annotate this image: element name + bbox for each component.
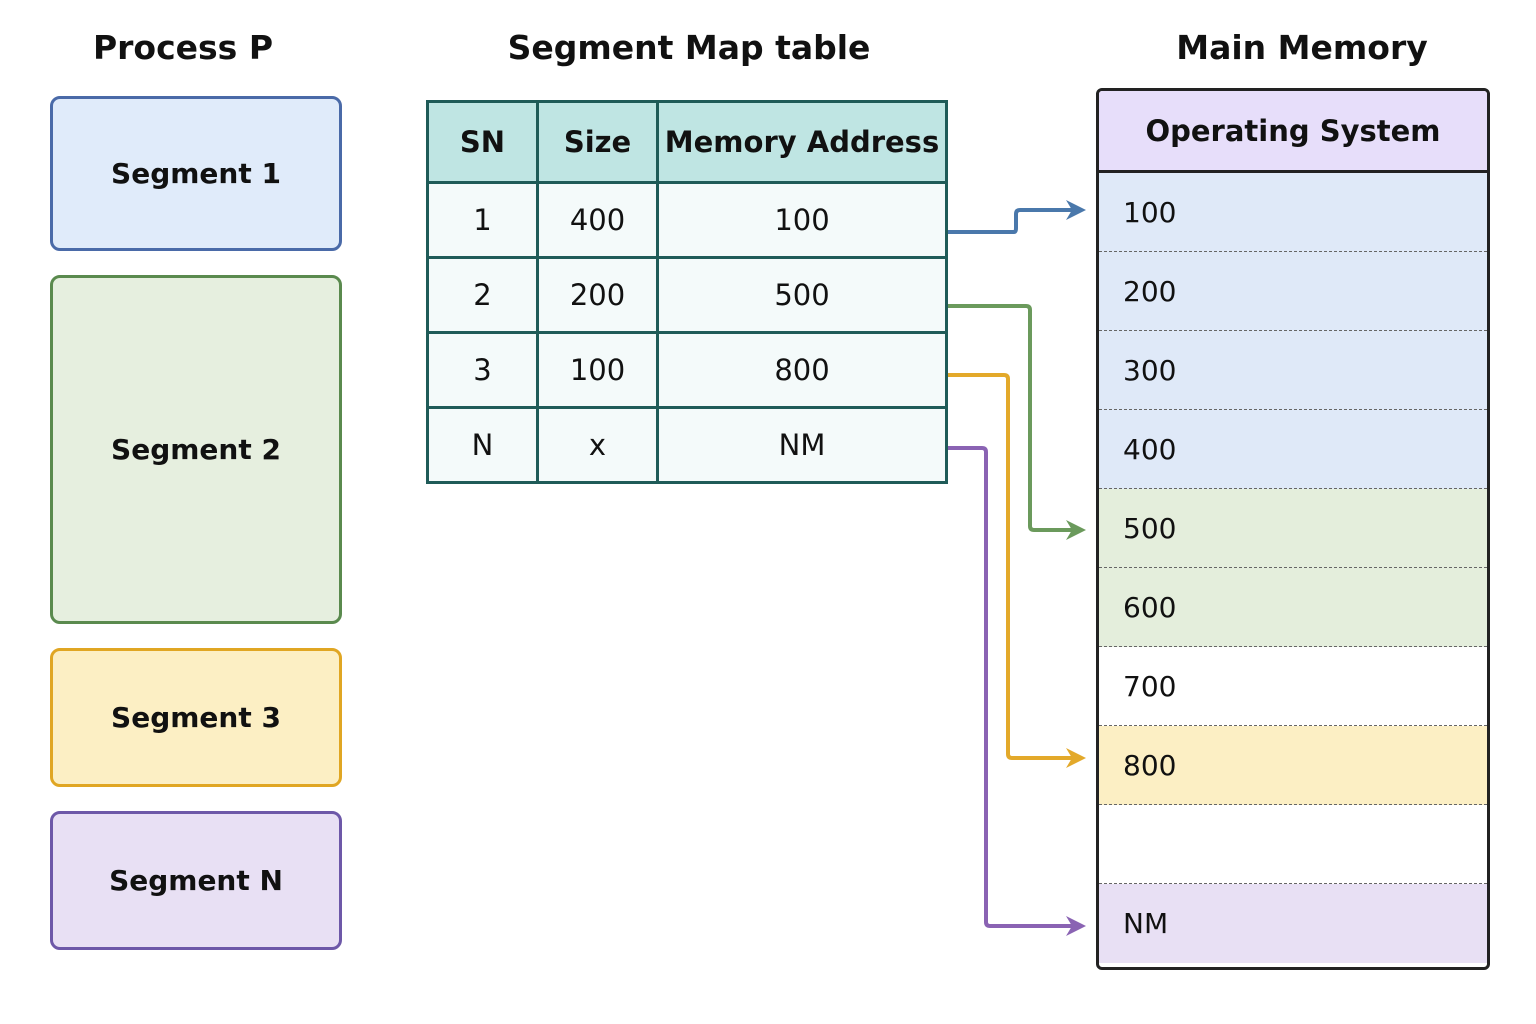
header-memory-address: Memory Address: [656, 100, 948, 184]
arrow-segment-n: [948, 446, 1086, 936]
cell-size: 100: [536, 331, 659, 409]
header-sn: SN: [426, 100, 539, 184]
memory-block-300: 300: [1099, 331, 1487, 410]
header-size: Size: [536, 100, 659, 184]
segment-n-box: Segment N: [50, 811, 342, 950]
main-memory: Operating System 100 200 300 400 500 600…: [1096, 88, 1490, 970]
arrow-segment-3: [948, 373, 1086, 768]
memory-block-600: 600: [1099, 568, 1487, 647]
cell-size: 200: [536, 256, 659, 334]
table-row: 2 200 500: [426, 256, 948, 334]
operating-system-block: Operating System: [1099, 91, 1487, 173]
memory-block-400: 400: [1099, 410, 1487, 489]
cell-address: 800: [656, 331, 948, 409]
table-row: N x NM: [426, 406, 948, 484]
memory-block-500: 500: [1099, 489, 1487, 568]
cell-sn: 1: [426, 181, 539, 259]
memory-block-empty: [1099, 805, 1487, 884]
memory-block-nm: NM: [1099, 884, 1487, 963]
cell-size: 400: [536, 181, 659, 259]
memory-block-700: 700: [1099, 647, 1487, 726]
segment-map-table: SN Size Memory Address 1 400 100 2 200 5…: [426, 100, 948, 484]
process-title: Process P: [92, 28, 274, 67]
memory-block-200: 200: [1099, 252, 1487, 331]
arrow-segment-1: [948, 200, 1086, 234]
table-row: 3 100 800: [426, 331, 948, 409]
main-memory-title: Main Memory: [1176, 28, 1428, 67]
table-header-row: SN Size Memory Address: [426, 100, 948, 184]
memory-block-100: 100: [1099, 173, 1487, 252]
cell-size: x: [536, 406, 659, 484]
segment-3-box: Segment 3: [50, 648, 342, 787]
cell-sn: 3: [426, 331, 539, 409]
cell-address: NM: [656, 406, 948, 484]
cell-sn: 2: [426, 256, 539, 334]
segment-1-box: Segment 1: [50, 96, 342, 251]
memory-block-800: 800: [1099, 726, 1487, 805]
table-row: 1 400 100: [426, 181, 948, 259]
arrow-segment-2: [948, 304, 1086, 540]
segment-map-table-title: Segment Map table: [507, 28, 871, 67]
cell-address: 100: [656, 181, 948, 259]
segment-2-box: Segment 2: [50, 275, 342, 624]
cell-address: 500: [656, 256, 948, 334]
cell-sn: N: [426, 406, 539, 484]
